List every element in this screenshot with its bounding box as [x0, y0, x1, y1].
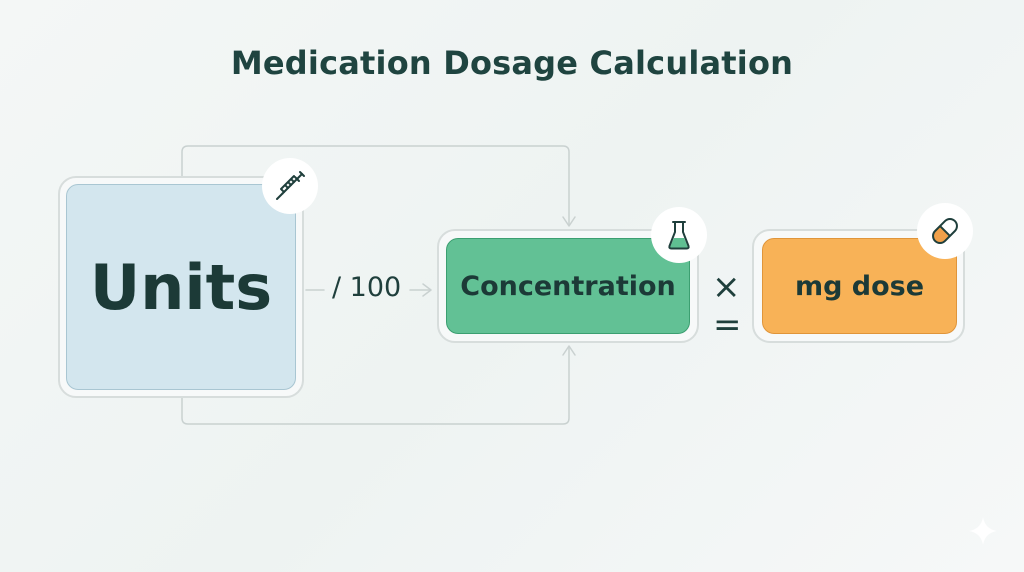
flask-icon	[668, 221, 690, 250]
bottom-loop-connector	[181, 346, 570, 425]
units-label: Units	[89, 250, 273, 324]
syringe-badge	[262, 158, 318, 214]
concentration-node: Concentration	[446, 238, 690, 334]
divide-by-100-label: / 100	[332, 272, 402, 303]
units-node: Units	[66, 184, 296, 390]
flask-badge	[651, 207, 707, 263]
dose-node: mg dose	[762, 238, 957, 334]
bottom-loop-arrowhead	[562, 345, 576, 356]
divide-connector-arrowhead	[422, 283, 432, 297]
pill-badge	[917, 203, 973, 259]
concentration-label: Concentration	[460, 270, 676, 302]
dose-label: mg dose	[794, 270, 925, 302]
diagram-title: Medication Dosage Calculation	[230, 44, 794, 82]
equals-symbol: =	[713, 305, 742, 345]
syringe-icon	[276, 171, 305, 200]
top-loop-connector	[181, 145, 570, 226]
pill-icon	[932, 218, 958, 244]
sparkle-icon	[969, 517, 997, 545]
multiply-symbol: ×	[712, 267, 741, 307]
top-loop-arrowhead	[562, 216, 576, 227]
